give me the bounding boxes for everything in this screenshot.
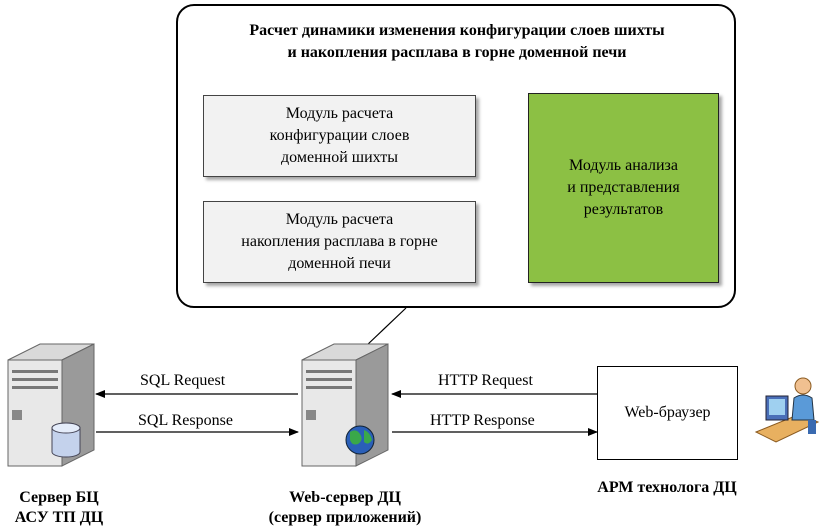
caption-db-server-line1: Сервер БЦ (19, 489, 99, 506)
panel-title-line2: и накопления расплава в горне доменной п… (287, 44, 627, 61)
caption-web-server-line2: (сервер приложений) (268, 509, 422, 526)
module-melt-line2: накопления расплава в горне (241, 233, 438, 250)
panel-connector-line (365, 307, 407, 347)
web-browser-box: Web-браузер (597, 366, 738, 460)
web-browser-label: Web-браузер (624, 404, 711, 421)
label-http-response: HTTP Response (430, 412, 535, 429)
panel-title-line1: Расчет динамики изменения конфигурации с… (249, 22, 665, 39)
caption-db-server-line2: АСУ ТП ДЦ (14, 509, 104, 526)
caption-db-server: Сервер БЦ АСУ ТП ДЦ (0, 488, 118, 528)
module-config-line3: доменной шихты (281, 149, 398, 166)
label-http-request: HTTP Request (438, 372, 533, 389)
module-melt: Модуль расчета накопления расплава в гор… (203, 201, 476, 283)
module-melt-line1: Модуль расчета (285, 211, 394, 228)
module-analysis-line1: Модуль анализа (569, 157, 678, 174)
label-sql-response: SQL Response (138, 412, 233, 429)
module-analysis-line3: результатов (583, 201, 664, 218)
module-config-line2: конфигурации слоев (269, 127, 410, 144)
module-analysis-line2: и представления (567, 179, 680, 196)
module-analysis: Модуль анализа и представления результат… (528, 93, 719, 283)
caption-workstation: АРМ технолога ДЦ (576, 478, 758, 498)
module-config: Модуль расчета конфигурации слоев доменн… (203, 95, 476, 177)
module-melt-line3: доменной печи (288, 255, 391, 272)
caption-workstation-line1: АРМ технолога ДЦ (597, 479, 737, 496)
caption-web-server-line1: Web-сервер ДЦ (289, 489, 401, 506)
panel-title: Расчет динамики изменения конфигурации с… (190, 20, 724, 64)
label-sql-request: SQL Request (140, 372, 226, 389)
caption-web-server: Web-сервер ДЦ (сервер приложений) (240, 488, 450, 528)
module-config-line1: Модуль расчета (285, 105, 394, 122)
